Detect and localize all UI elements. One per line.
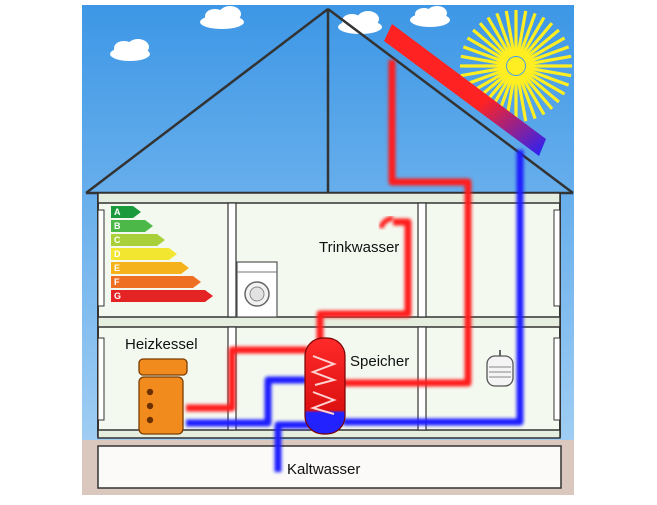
- cloud-icon: [200, 6, 244, 29]
- tap-icon: [378, 215, 394, 229]
- foundation: [97, 445, 562, 489]
- solar-collector-panel: [384, 24, 546, 156]
- energy-class-bar-d: [111, 248, 177, 260]
- energy-class-letter-b: B: [114, 221, 121, 231]
- energy-class-bar-c: [111, 234, 165, 246]
- energy-class-letter-f: F: [114, 277, 120, 287]
- label-trinkwasser: Trinkwasser: [319, 239, 399, 256]
- energy-class-letter-a: A: [114, 207, 121, 217]
- storage-tank: [304, 337, 346, 435]
- energy-class-bar-g: [111, 290, 213, 302]
- expansion-vessel-icon: [486, 350, 514, 387]
- energy-class-letter-e: E: [114, 263, 120, 273]
- label-kaltwasser: Kaltwasser: [287, 461, 360, 478]
- energy-class-bar-f: [111, 276, 201, 288]
- label-speicher: Speicher: [350, 353, 409, 370]
- hot-water-pipes: [186, 60, 472, 412]
- cloud-icon: [110, 39, 150, 61]
- label-heizkessel: Heizkessel: [125, 336, 198, 353]
- energy-class-bar-e: [111, 262, 189, 274]
- cloud-icon: [410, 6, 450, 27]
- cold-water-pipes: [186, 150, 524, 472]
- energy-class-letter-d: D: [114, 249, 121, 259]
- energy-class-letter-g: G: [114, 291, 121, 301]
- energy-class-bar-a: [111, 206, 141, 218]
- heating-boiler-icon: [138, 358, 188, 435]
- energy-class-bar-b: [111, 220, 153, 232]
- energy-class-letter-c: C: [114, 235, 121, 245]
- washing-machine-icon: [236, 261, 278, 318]
